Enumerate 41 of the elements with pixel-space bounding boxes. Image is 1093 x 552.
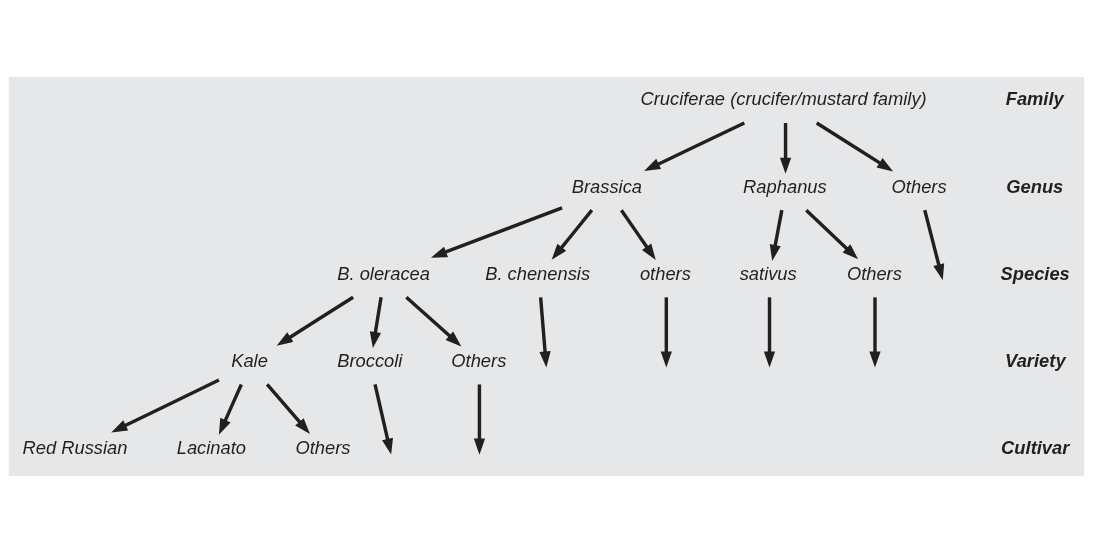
label: Species (1000, 262, 1070, 284)
node-text: B. chenensis (485, 262, 591, 284)
arrow (111, 377, 220, 432)
arrow (265, 382, 310, 434)
node-text: others (639, 262, 691, 284)
arrow (620, 208, 656, 260)
label: Cultivar (1001, 436, 1070, 458)
arrow (644, 121, 746, 171)
node-text: Lacinato (176, 436, 247, 458)
arrow (218, 383, 243, 435)
node-text: Brassica (571, 175, 643, 197)
arrow (369, 296, 383, 348)
arrow (779, 122, 792, 174)
arrow (431, 205, 563, 258)
node-text: Others (891, 175, 947, 197)
arrow (660, 296, 672, 368)
arrow (551, 208, 594, 260)
arrow (373, 383, 393, 455)
node-text: Others (295, 436, 351, 458)
arrow (805, 208, 859, 259)
arrow (769, 209, 784, 261)
arrow (763, 296, 776, 368)
node-text: Others (846, 262, 902, 284)
label: Genus (1006, 175, 1064, 197)
label: Family (1005, 87, 1064, 109)
arrow (473, 383, 486, 455)
node-text: Broccoli (337, 349, 403, 371)
node-text: Cruciferae (crucifer/mustard family) (640, 87, 927, 109)
node-text: B. oleracea (337, 262, 430, 284)
node-text: Others (451, 349, 507, 371)
arrow (538, 296, 551, 368)
arrow (869, 296, 881, 368)
node-text: sativus (739, 262, 797, 284)
node-text: Kale (231, 349, 268, 371)
arrow (815, 121, 894, 171)
arrow (405, 295, 462, 346)
arrow (923, 209, 945, 280)
node-text: Raphanus (743, 175, 827, 197)
arrow (276, 295, 355, 346)
label: Variety (1005, 349, 1066, 371)
node-text: Red Russian (22, 436, 128, 458)
